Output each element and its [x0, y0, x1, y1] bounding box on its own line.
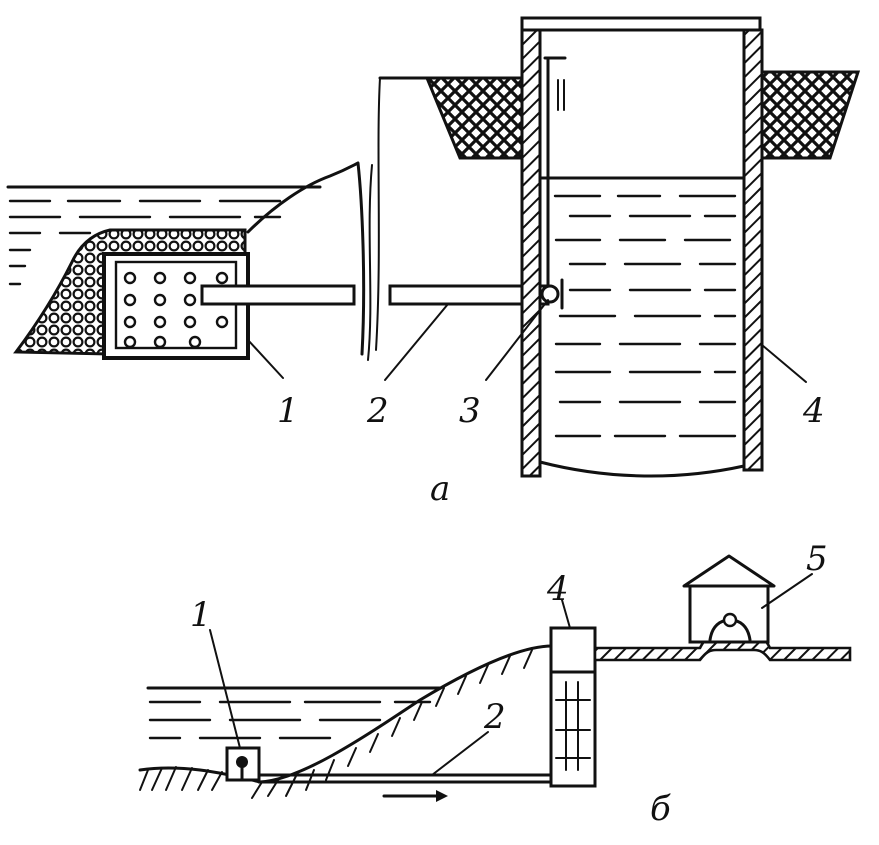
- label-b-2: 2: [483, 697, 506, 737]
- ground-right-a: [758, 70, 861, 160]
- caption-b: б: [650, 789, 671, 829]
- label-a-3: 3: [459, 391, 481, 431]
- river-water-a: [6, 185, 322, 286]
- river-water-b: [146, 686, 442, 740]
- leader-lines-a: [247, 299, 807, 383]
- caption-a: а: [430, 469, 450, 509]
- gravity-pipe-b: [257, 773, 558, 784]
- ground-left-a: [424, 76, 525, 160]
- label-b-4: 4: [546, 569, 569, 609]
- intake-head-a: [102, 252, 250, 360]
- river-bank-a: [246, 161, 366, 356]
- label-b-1: 1: [190, 595, 212, 635]
- label-a-2: 2: [366, 391, 389, 431]
- gravity-pipe-a: [200, 76, 550, 361]
- diagram-b: 1 2 4 5 б: [138, 539, 852, 829]
- intake-head-b: [225, 746, 261, 782]
- leader-lines-b: [209, 573, 813, 776]
- pump-house-b: [682, 554, 776, 644]
- gravel-filter-a: [13, 228, 247, 356]
- well-b: [549, 626, 597, 788]
- label-a-1: 1: [277, 391, 299, 431]
- label-a-4: 4: [802, 391, 825, 431]
- label-b-5: 5: [806, 539, 828, 579]
- flow-arrow-b: [382, 790, 448, 802]
- terrain-hatch-b: [139, 649, 533, 799]
- diagram-a: 1 2 3 4 а: [6, 16, 861, 509]
- valve-a: [540, 278, 564, 310]
- terrain-b: [138, 644, 554, 784]
- well-a: [520, 16, 764, 478]
